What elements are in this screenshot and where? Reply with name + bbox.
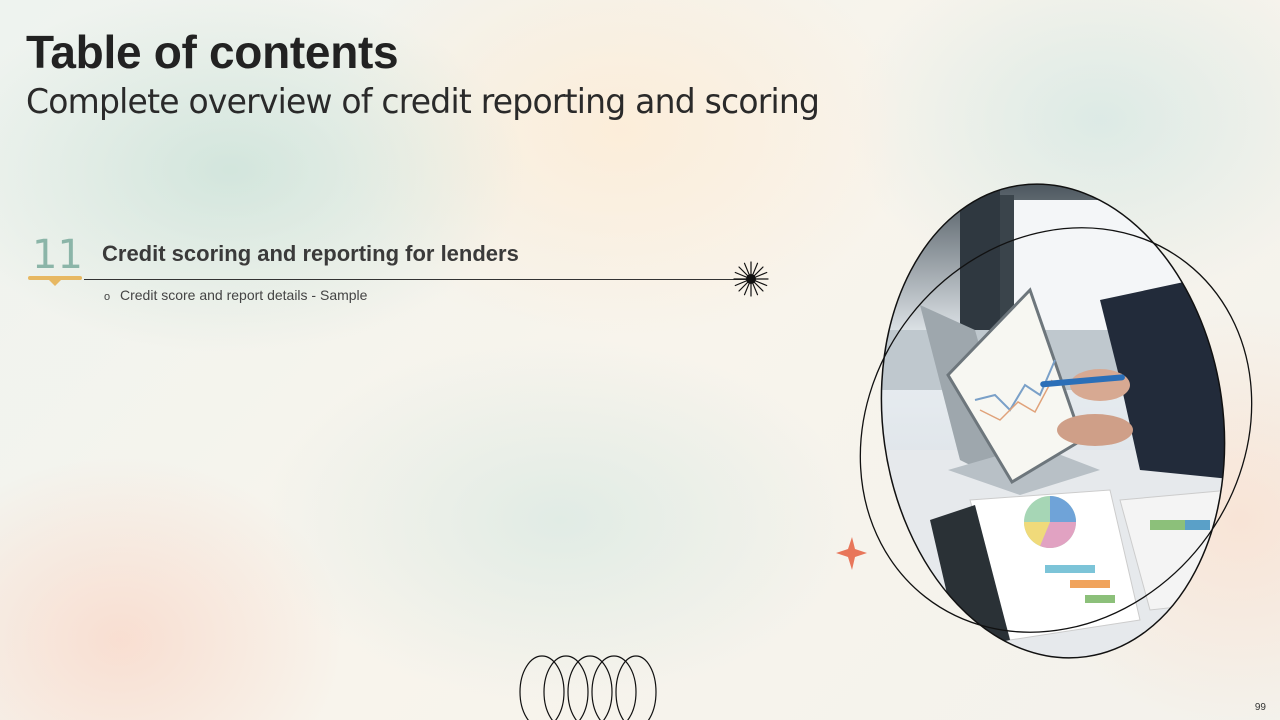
section-item: o Credit score and report details - Sampl… [104, 286, 367, 306]
section-title: Credit scoring and reporting for lenders [102, 241, 519, 266]
section-number-underline [28, 276, 82, 280]
section-number-pointer [48, 279, 62, 286]
hollow-circle-bullet-icon: o [104, 291, 111, 303]
slide-title: Table of contents [26, 26, 399, 78]
slide-subtitle: Complete overview of credit reporting an… [26, 82, 820, 122]
section-item-label: Credit score and report details - Sample [120, 287, 368, 303]
starburst-icon [733, 261, 769, 297]
section-divider [84, 279, 752, 280]
section-number: 11 [32, 232, 83, 278]
page-number: 99 [1254, 702, 1266, 713]
